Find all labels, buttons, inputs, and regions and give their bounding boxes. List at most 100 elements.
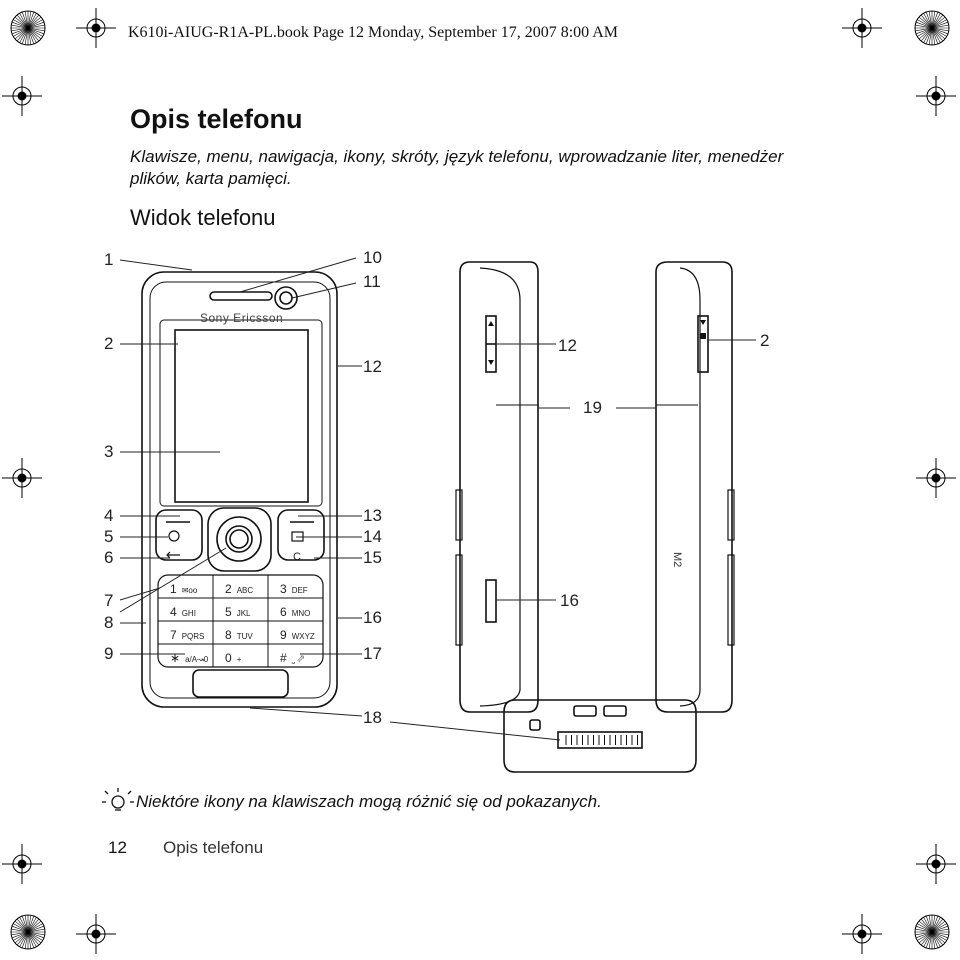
camera-lens bbox=[274, 286, 298, 310]
keypad-key-6: 6 MNO bbox=[280, 605, 310, 619]
callout-side-2: 2 bbox=[760, 331, 770, 350]
registration-mark bbox=[2, 458, 42, 498]
memory-slot bbox=[485, 579, 497, 623]
keypad-key-main: 0 bbox=[225, 651, 232, 665]
registration-mark bbox=[916, 76, 956, 116]
callout-side-12: 12 bbox=[558, 336, 577, 355]
keypad-key-sub: PQRS bbox=[181, 632, 205, 641]
back-icon bbox=[166, 551, 180, 559]
callout-17: 17 bbox=[363, 644, 382, 663]
keypad-key-12: # ⎵ ⇗ bbox=[280, 651, 304, 665]
keypad-key-main: 1 bbox=[170, 582, 177, 596]
registration-starburst bbox=[914, 10, 950, 46]
keypad-key-sub: ⎵ ⇗ bbox=[291, 655, 304, 664]
keypad-key-3: 3 DEF bbox=[280, 582, 308, 596]
keypad-key-main: 3 bbox=[280, 582, 287, 596]
registration-mark bbox=[76, 8, 116, 48]
keypad-key-2: 2 ABC bbox=[225, 582, 253, 596]
footer-chapter: Opis telefonu bbox=[163, 838, 264, 857]
keypad-key-7: 7 PQRS bbox=[170, 628, 204, 642]
screen bbox=[174, 329, 309, 503]
keypad-key-main: 6 bbox=[280, 605, 287, 619]
registration-starburst bbox=[10, 914, 46, 950]
keypad-key-main: # bbox=[280, 651, 287, 665]
keypad-key-8: 8 TUV bbox=[225, 628, 253, 642]
registration-mark bbox=[916, 844, 956, 884]
phone-front-body bbox=[141, 271, 338, 708]
keypad-key-10: ∗ a/A↝0 bbox=[170, 651, 208, 665]
keypad-key-sub: DEF bbox=[291, 586, 308, 595]
callout-3: 3 bbox=[104, 442, 114, 461]
keypad-key-main: ∗ bbox=[170, 651, 181, 665]
callout-6: 6 bbox=[104, 548, 114, 567]
tip-lightbulb-icon bbox=[102, 788, 134, 811]
system-connector bbox=[557, 731, 643, 749]
memory-card-label: M2 bbox=[671, 552, 683, 568]
callout-12: 12 bbox=[363, 357, 382, 376]
keypad-key-sub: MNO bbox=[291, 609, 311, 618]
callout-1: 1 bbox=[104, 250, 114, 269]
callout-13: 13 bbox=[363, 506, 382, 525]
book-header: K610i-AIUG-R1A-PL.book Page 12 Monday, S… bbox=[128, 24, 619, 41]
callout-2: 2 bbox=[104, 334, 114, 353]
callout-7: 7 bbox=[104, 591, 114, 610]
keypad-key-11: 0+ bbox=[225, 651, 241, 665]
keypad-key-main: 9 bbox=[280, 628, 287, 642]
keypad-key-5: 5 JKL bbox=[225, 605, 250, 619]
keypad-key-main: 8 bbox=[225, 628, 232, 642]
page-number: 12 bbox=[108, 838, 127, 857]
registration-mark bbox=[916, 458, 956, 498]
registration-mark bbox=[2, 76, 42, 116]
phone-right-side bbox=[655, 261, 733, 713]
keypad-key-sub: ABC bbox=[236, 586, 254, 595]
keypad-key-sub: WXYZ bbox=[291, 632, 315, 641]
keypad-key-sub: ✉oo bbox=[181, 586, 198, 595]
section-intro: Klawisze, menu, nawigacja, ikony, skróty… bbox=[130, 147, 784, 188]
brand-logo: Sony Ericsson bbox=[200, 311, 284, 325]
registration-mark bbox=[842, 914, 882, 954]
callout-side-16: 16 bbox=[560, 591, 579, 610]
callout-4: 4 bbox=[104, 506, 114, 525]
registration-mark bbox=[76, 914, 116, 954]
callout-9: 9 bbox=[104, 644, 114, 663]
phone-left-side bbox=[459, 261, 539, 713]
keypad-key-sub: TUV bbox=[236, 632, 253, 641]
callout-15: 15 bbox=[363, 548, 382, 567]
keypad-key-sub: JKL bbox=[236, 609, 251, 618]
keypad-key-main: 2 bbox=[225, 582, 232, 596]
nav-key bbox=[207, 507, 272, 572]
registration-starburst bbox=[10, 10, 46, 46]
registration-mark bbox=[842, 8, 882, 48]
registration-starburst bbox=[914, 914, 950, 950]
bottom-plate bbox=[192, 669, 289, 698]
keypad-key-sub: + bbox=[236, 655, 242, 664]
section-title: Opis telefonu bbox=[130, 104, 303, 134]
keypad-key-sub: a/A↝0 bbox=[185, 655, 209, 664]
callout-16: 16 bbox=[363, 608, 382, 627]
section-subtitle: Widok telefonu bbox=[130, 205, 276, 230]
right-softkey-frame bbox=[277, 509, 325, 561]
callout-10: 10 bbox=[363, 248, 382, 267]
callout-5: 5 bbox=[104, 527, 114, 546]
callout-19: 19 bbox=[583, 398, 602, 417]
keypad-key-1: 1 ✉oo bbox=[170, 582, 197, 596]
camera-key bbox=[697, 315, 709, 373]
phone-bottom-view bbox=[503, 699, 697, 773]
clear-key-label: C bbox=[293, 551, 301, 563]
internet-icon bbox=[168, 530, 180, 542]
keypad-key-4: 4 GHI bbox=[170, 605, 196, 619]
keypad-key-sub: GHI bbox=[181, 609, 196, 618]
earpiece bbox=[209, 291, 273, 301]
registration-mark bbox=[2, 844, 42, 884]
keypad-key-main: 5 bbox=[225, 605, 232, 619]
callout-8: 8 bbox=[104, 613, 114, 632]
keypad-key-9: 9 WXYZ bbox=[280, 628, 315, 642]
left-softkey-frame bbox=[155, 509, 203, 561]
keypad-key-main: 4 bbox=[170, 605, 177, 619]
tip-note: Niektóre ikony na klawiszach mogą różnić… bbox=[136, 792, 602, 811]
keypad-key-main: 7 bbox=[170, 628, 177, 642]
callout-14: 14 bbox=[363, 527, 382, 546]
callout-11: 11 bbox=[363, 272, 381, 291]
